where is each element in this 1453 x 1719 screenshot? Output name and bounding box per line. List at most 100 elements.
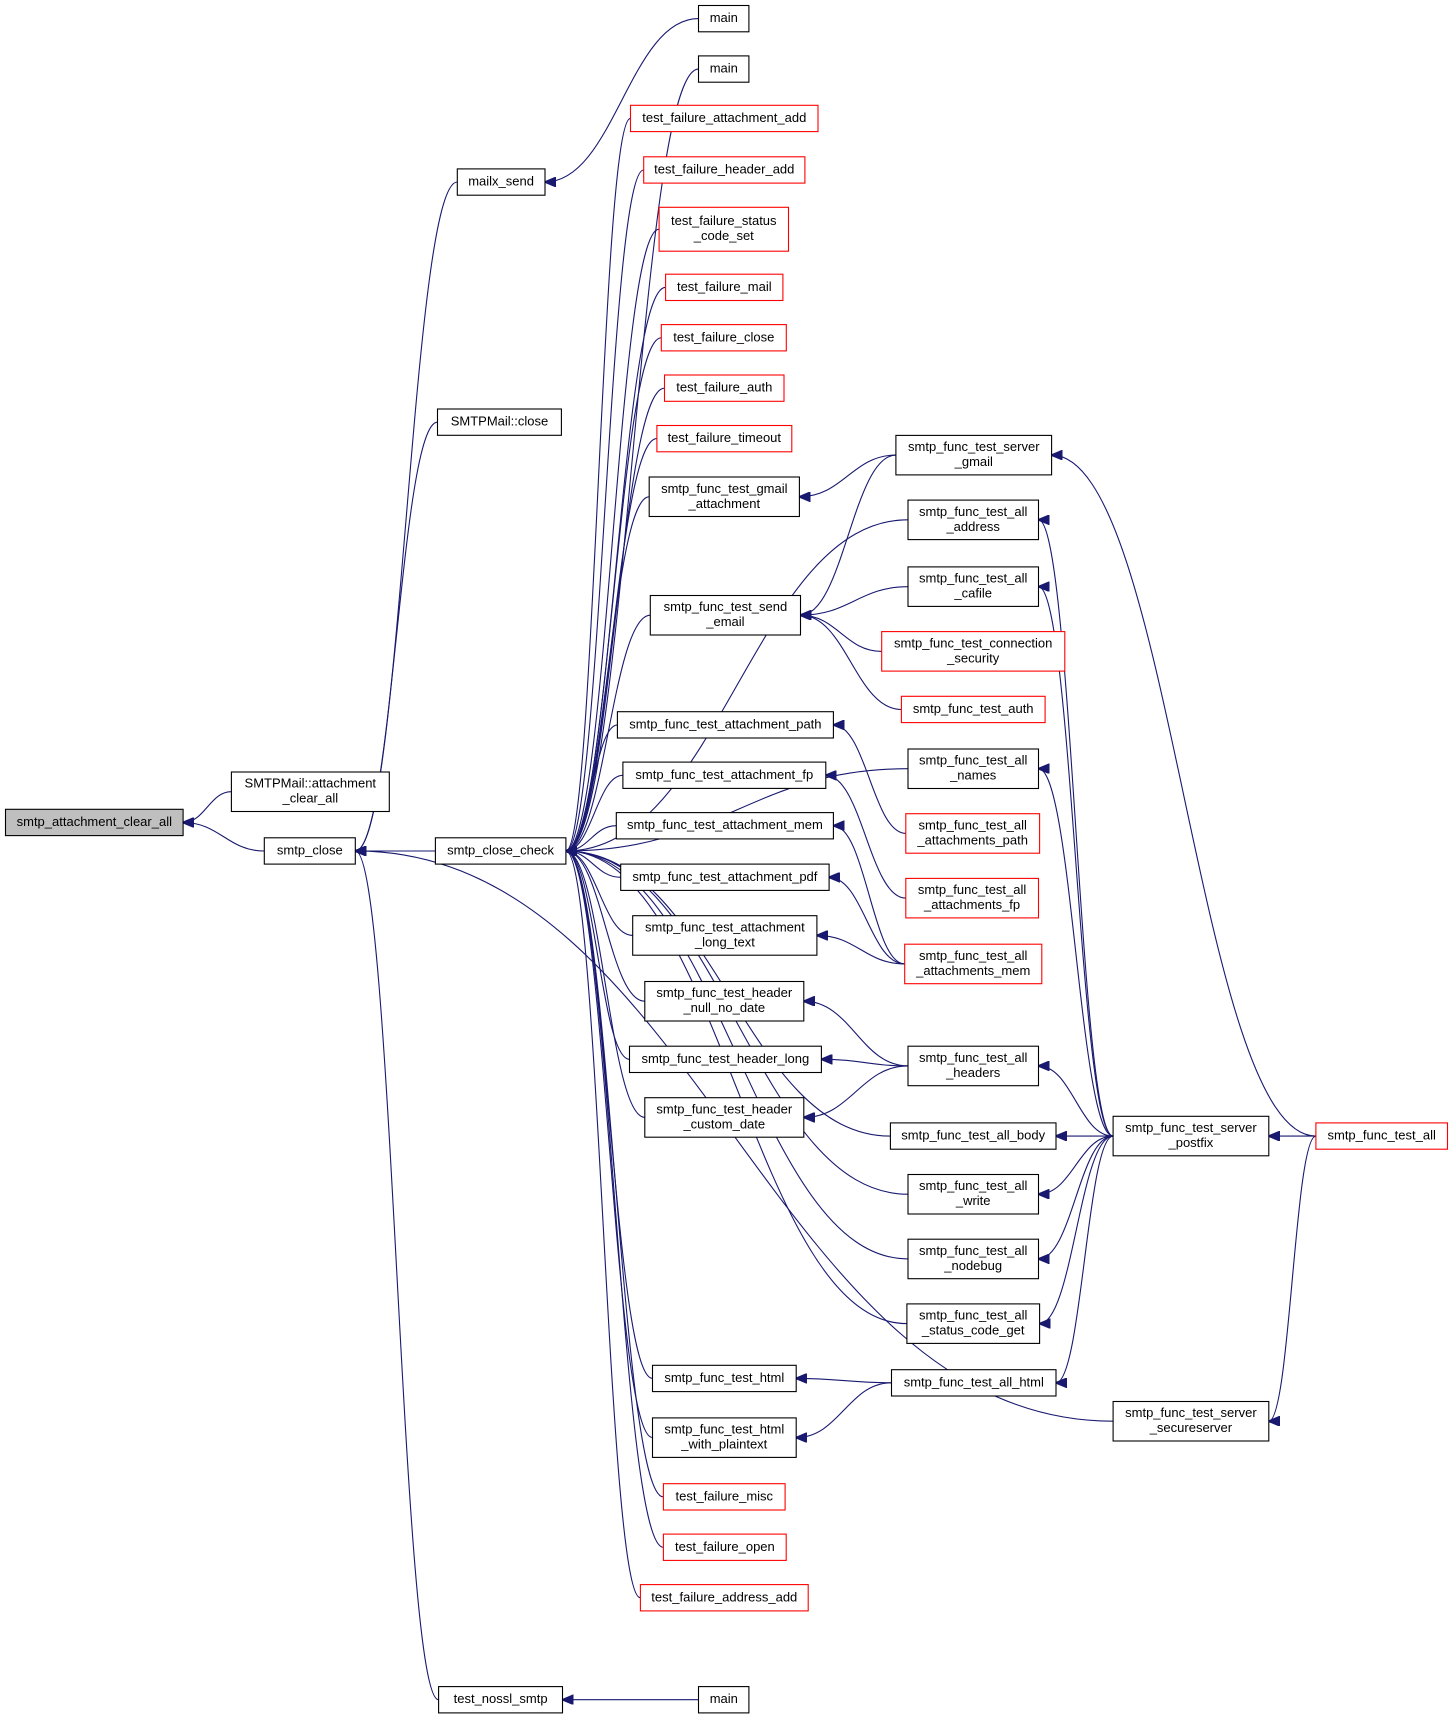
node-box[interactable] xyxy=(644,1097,805,1138)
node-tf-status-code-set[interactable]: test_failure_status_code_set xyxy=(658,206,790,252)
node-box[interactable] xyxy=(651,1364,797,1393)
node-box[interactable] xyxy=(907,566,1040,607)
node-att-path[interactable]: smtp_func_test_attachment_path xyxy=(616,711,834,739)
node-all-cafile[interactable]: smtp_func_test_all_cafile xyxy=(907,566,1040,607)
node-box[interactable] xyxy=(632,915,818,956)
node-server-secure[interactable]: smtp_func_test_server_secureserver xyxy=(1112,1400,1270,1442)
node-box[interactable] xyxy=(639,1584,809,1612)
node-tf-auth[interactable]: test_failure_auth xyxy=(663,374,785,402)
node-tf-attachment-add[interactable]: test_failure_attachment_add xyxy=(629,104,819,133)
node-box[interactable] xyxy=(4,808,184,837)
node-box[interactable] xyxy=(230,771,390,813)
node-tf-close[interactable]: test_failure_close xyxy=(660,324,787,352)
node-box[interactable] xyxy=(907,1045,1040,1087)
node-box[interactable] xyxy=(907,1173,1040,1215)
node-tf-open[interactable]: test_failure_open xyxy=(662,1533,787,1561)
node-box[interactable] xyxy=(906,1303,1041,1344)
node-box[interactable] xyxy=(1112,1115,1270,1157)
node-test-all[interactable]: smtp_func_test_all xyxy=(1315,1122,1449,1150)
node-server-gmail[interactable]: smtp_func_test_server_gmail xyxy=(895,434,1053,476)
node-box[interactable] xyxy=(628,1045,822,1074)
node-box[interactable] xyxy=(438,1686,564,1714)
node-smtp-close[interactable]: smtp_close xyxy=(263,837,356,865)
node-box[interactable] xyxy=(665,273,784,302)
node-box[interactable] xyxy=(616,711,834,739)
node-box[interactable] xyxy=(644,980,805,1022)
node-box[interactable] xyxy=(907,1238,1040,1280)
node-all-att-fp[interactable]: smtp_func_test_all_attachments_fp xyxy=(905,877,1040,919)
node-hdr-custom-date[interactable]: smtp_func_test_header_custom_date xyxy=(644,1097,805,1138)
node-att-pdf[interactable]: smtp_func_test_attachment_pdf xyxy=(620,863,830,891)
node-server-postfix[interactable]: smtp_func_test_server_postfix xyxy=(1112,1115,1270,1157)
node-box[interactable] xyxy=(615,812,834,840)
node-box[interactable] xyxy=(907,748,1040,790)
node-box[interactable] xyxy=(622,761,827,789)
node-box[interactable] xyxy=(456,168,546,196)
node-all-att-path[interactable]: smtp_func_test_all_attachments_path xyxy=(905,813,1041,854)
node-box[interactable] xyxy=(656,424,793,453)
node-box[interactable] xyxy=(620,863,830,891)
node-att-fp[interactable]: smtp_func_test_attachment_fp xyxy=(622,761,827,789)
node-all-write[interactable]: smtp_func_test_all_write xyxy=(907,1173,1040,1215)
node-box[interactable] xyxy=(434,837,567,865)
node-smtp-close-check[interactable]: smtp_close_check xyxy=(434,837,567,865)
node-hdr-null-no-date[interactable]: smtp_func_test_header_null_no_date xyxy=(644,980,805,1022)
node-box[interactable] xyxy=(697,55,750,83)
node-box[interactable] xyxy=(904,943,1043,985)
node-box[interactable] xyxy=(649,594,802,636)
node-box[interactable] xyxy=(905,813,1041,854)
node-test-auth[interactable]: smtp_func_test_auth xyxy=(900,695,1046,724)
node-box[interactable] xyxy=(643,156,806,184)
node-box[interactable] xyxy=(651,1417,797,1458)
node-box[interactable] xyxy=(890,1369,1057,1397)
node-box[interactable] xyxy=(905,877,1040,919)
node-tf-header-add[interactable]: test_failure_header_add xyxy=(643,156,806,184)
node-test-nossl-smtp[interactable]: test_nossl_smtp xyxy=(438,1686,564,1714)
node-all-status-code-get[interactable]: smtp_func_test_all_status_code_get xyxy=(906,1303,1041,1344)
node-box[interactable] xyxy=(881,631,1066,672)
node-att-mem[interactable]: smtp_func_test_attachment_mem xyxy=(615,812,834,840)
node-box[interactable] xyxy=(436,408,562,436)
node-all-att-mem[interactable]: smtp_func_test_all_attachments_mem xyxy=(904,943,1043,985)
node-box[interactable] xyxy=(663,374,785,402)
node-conn-security[interactable]: smtp_func_test_connection_security xyxy=(881,631,1066,672)
node-main3[interactable]: main xyxy=(697,1686,750,1714)
node-box[interactable] xyxy=(660,324,787,352)
node-box[interactable] xyxy=(662,1533,787,1561)
node-all-body[interactable]: smtp_func_test_all_body xyxy=(889,1122,1057,1150)
node-all-nodebug[interactable]: smtp_func_test_all_nodebug xyxy=(907,1238,1040,1280)
node-tf-address-add[interactable]: test_failure_address_add xyxy=(639,1584,809,1612)
node-box[interactable] xyxy=(697,1686,750,1714)
node-box[interactable] xyxy=(263,837,356,865)
node-tf-timeout[interactable]: test_failure_timeout xyxy=(656,424,793,453)
node-box[interactable] xyxy=(629,104,819,133)
node-tf-misc[interactable]: test_failure_misc xyxy=(662,1483,786,1511)
node-mailx-send[interactable]: mailx_send xyxy=(456,168,546,196)
node-html-plain[interactable]: smtp_func_test_html_with_plaintext xyxy=(651,1417,797,1458)
node-all-headers[interactable]: smtp_func_test_all_headers xyxy=(907,1045,1040,1087)
node-all-address[interactable]: smtp_func_test_all_address xyxy=(907,499,1040,541)
node-box[interactable] xyxy=(658,206,790,252)
node-smtpmail-close[interactable]: SMTPMail::close xyxy=(436,408,562,436)
node-send-email[interactable]: smtp_func_test_send_email xyxy=(649,594,802,636)
node-gmail-attachment[interactable]: smtp_func_test_gmail_attachment xyxy=(648,476,800,518)
node-all-names[interactable]: smtp_func_test_all_names xyxy=(907,748,1040,790)
node-hdr-long[interactable]: smtp_func_test_header_long xyxy=(628,1045,822,1074)
node-box[interactable] xyxy=(1315,1122,1449,1150)
node-box[interactable] xyxy=(697,4,750,33)
node-box[interactable] xyxy=(662,1483,786,1511)
node-main1[interactable]: main xyxy=(697,4,750,33)
node-box[interactable] xyxy=(1112,1400,1270,1442)
node-box[interactable] xyxy=(889,1122,1057,1150)
node-tf-mail[interactable]: test_failure_mail xyxy=(665,273,784,302)
node-all-html[interactable]: smtp_func_test_all_html xyxy=(890,1369,1057,1397)
node-box[interactable] xyxy=(907,499,1040,541)
node-box[interactable] xyxy=(895,434,1053,476)
node-main2[interactable]: main xyxy=(697,55,750,83)
node-smtpmail-attachment[interactable]: SMTPMail::attachment_clear_all xyxy=(230,771,390,813)
node-html[interactable]: smtp_func_test_html xyxy=(651,1364,797,1393)
node-box[interactable] xyxy=(900,695,1046,724)
node-root[interactable]: smtp_attachment_clear_all xyxy=(4,808,184,837)
node-att-long-text[interactable]: smtp_func_test_attachment_long_text xyxy=(632,915,818,956)
node-box[interactable] xyxy=(648,476,800,518)
